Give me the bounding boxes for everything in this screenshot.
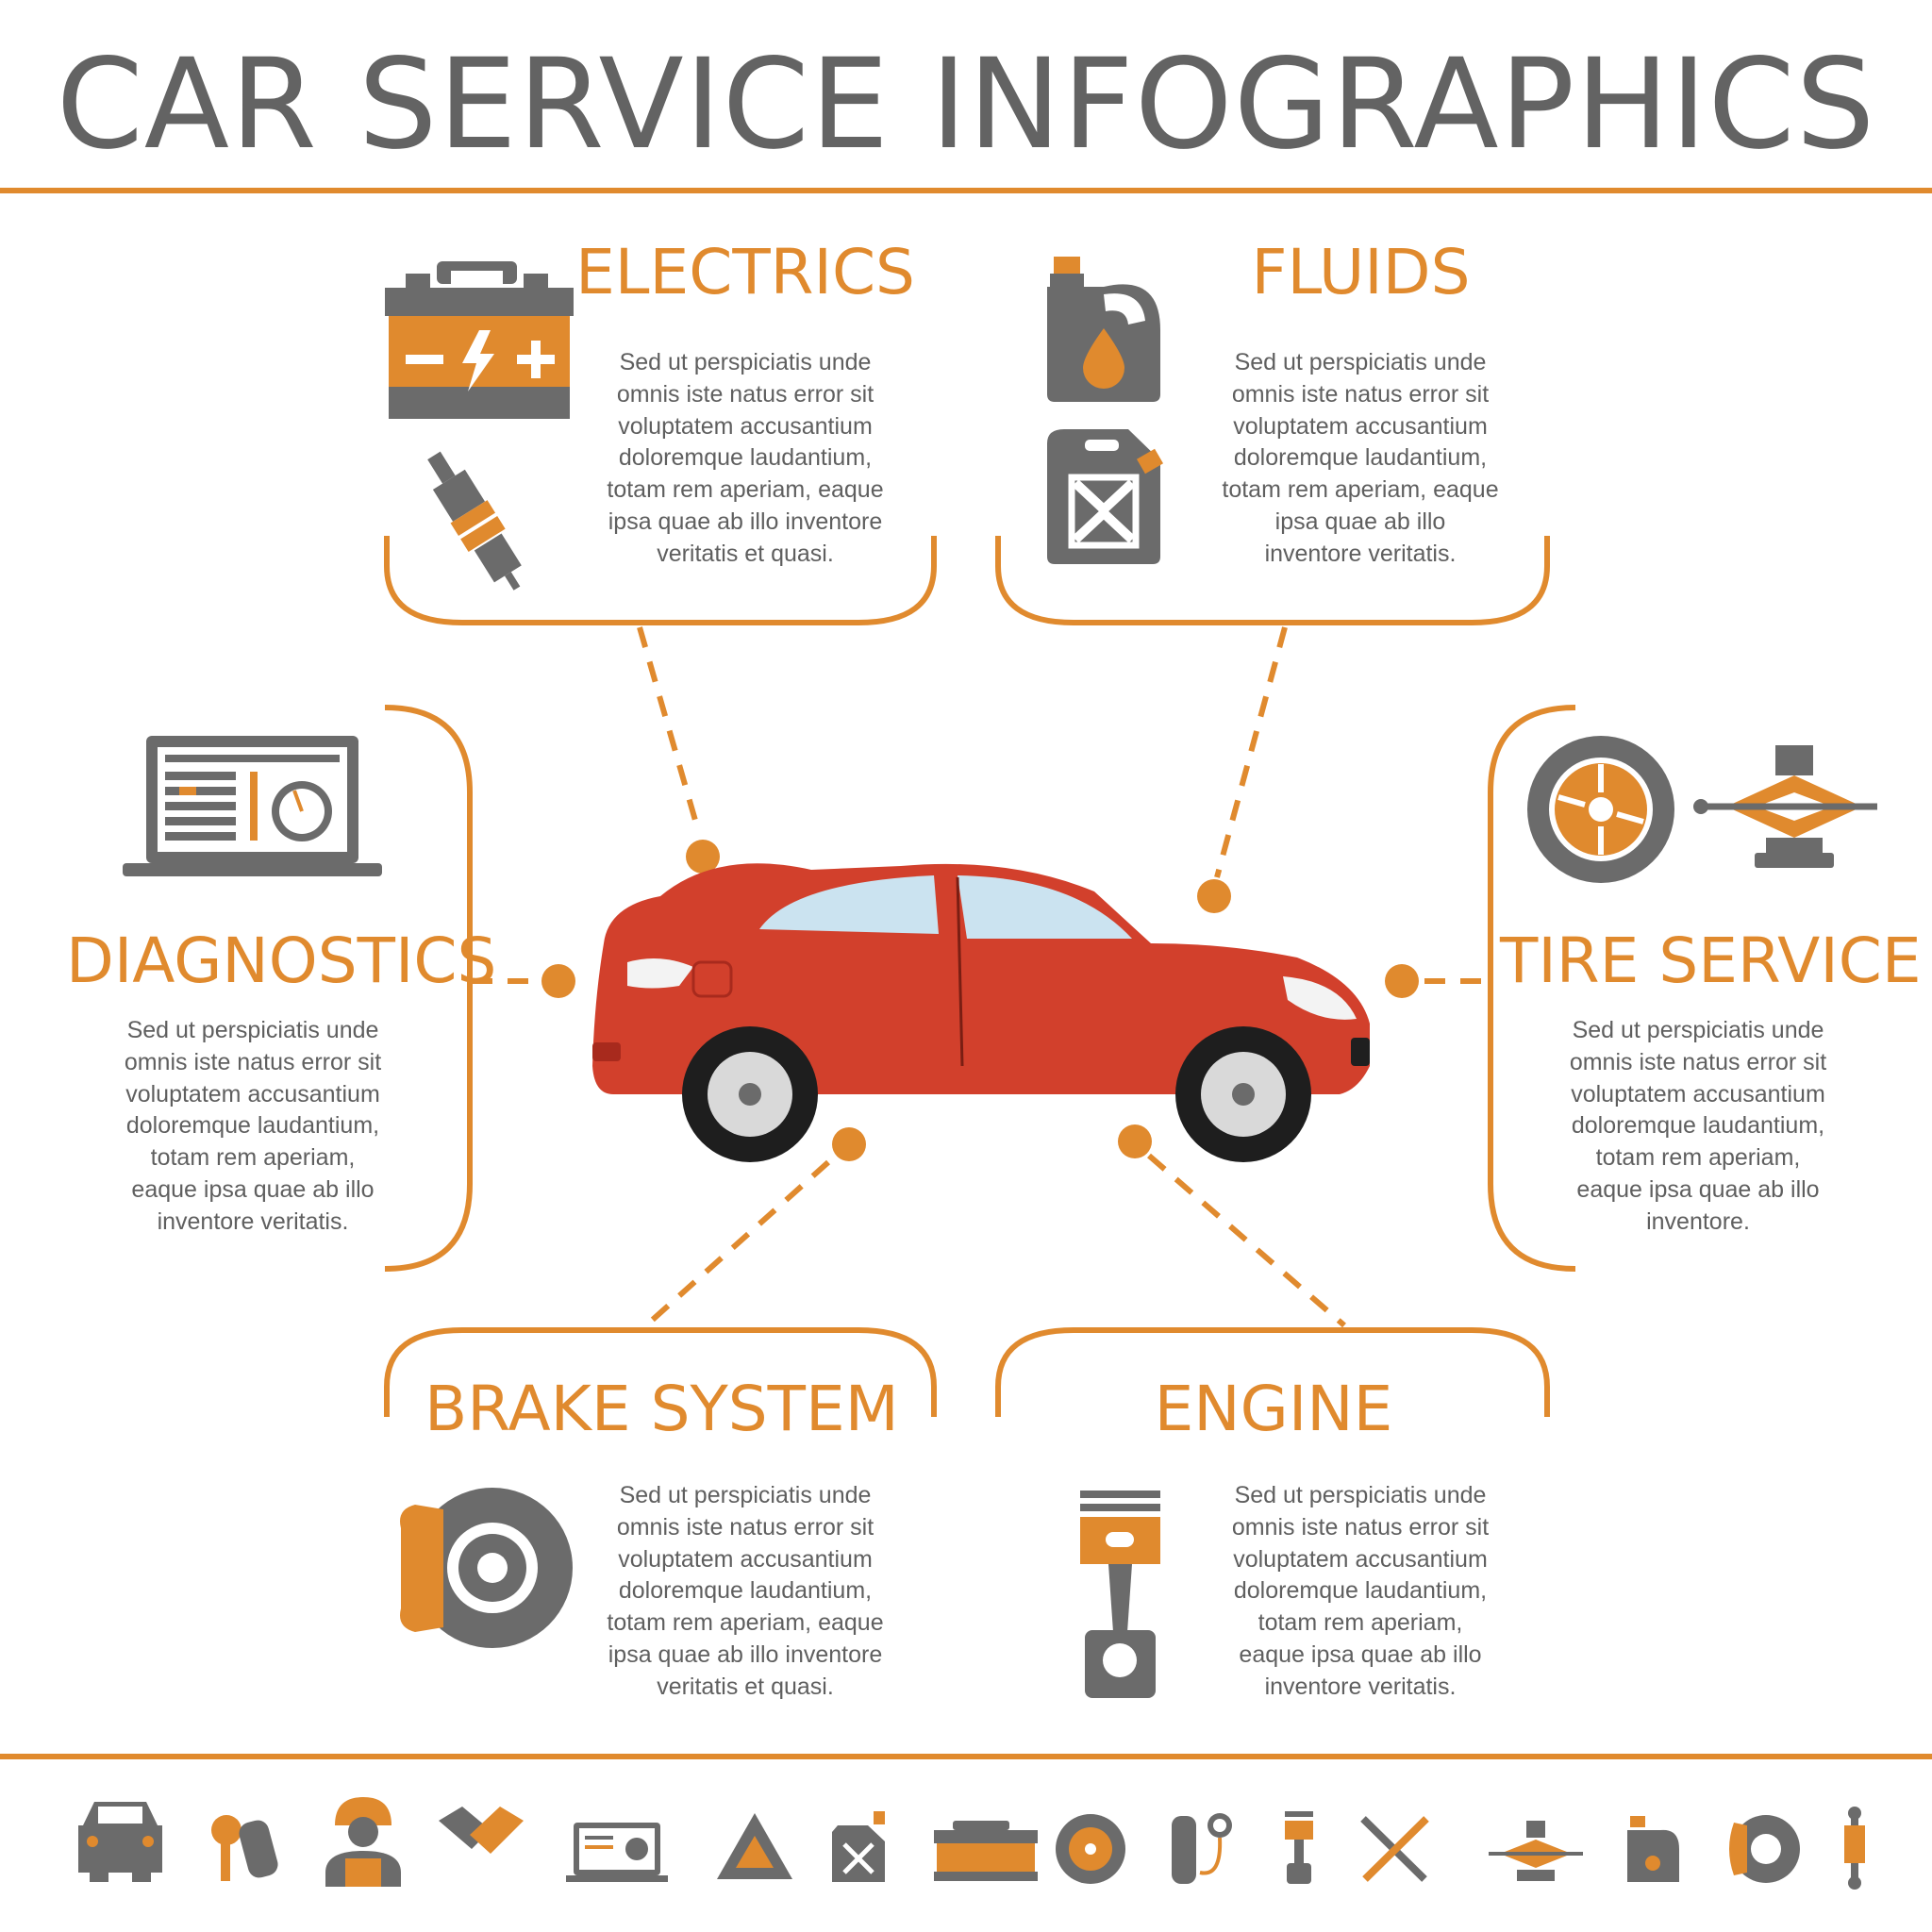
diagnostics-text: Sed ut perspiciatis unde omnis iste natu… — [124, 1017, 382, 1235]
electrics-dot — [686, 840, 720, 874]
tire-title: TIRE SERVICE — [1500, 924, 1922, 997]
piston-icon — [1080, 1491, 1160, 1698]
fluids-dot — [1197, 879, 1231, 913]
tire-bracket — [1488, 705, 1576, 1272]
car-battery-icon — [385, 261, 574, 419]
electrics-text: Sed ut perspiciatis unde omnis iste natu… — [607, 349, 884, 567]
page-title: CAR SERVICE INFOGRAPHICS — [56, 32, 1876, 177]
shock-absorber-icon — [1844, 1807, 1865, 1890]
fluids-title: FLUIDS — [1251, 236, 1471, 308]
engine-text: Sed ut perspiciatis unde omnis iste natu… — [1231, 1482, 1490, 1700]
car-keys-icon — [211, 1815, 278, 1881]
spark-plug-icon — [427, 451, 522, 591]
car-front-wheel — [1175, 1026, 1311, 1162]
brake-text: Sed ut perspiciatis unde omnis iste natu… — [607, 1482, 884, 1700]
brake-dot — [832, 1127, 866, 1161]
engine-title: ENGINE — [1154, 1373, 1393, 1445]
car-jack-small-icon — [1489, 1821, 1583, 1881]
wheel-small-icon — [1056, 1814, 1125, 1884]
wrench-icon — [1360, 1816, 1429, 1882]
mechanic-icon — [325, 1797, 401, 1887]
bottom-divider — [0, 1754, 1932, 1759]
diagnostic-laptop-icon — [123, 736, 382, 876]
electrics-title: ELECTRICS — [575, 236, 915, 308]
fluids-connector — [1214, 626, 1288, 878]
tire-pressure-gauge-icon — [1172, 1813, 1232, 1884]
tire-dot — [1385, 964, 1419, 998]
jerrycan-icon — [1047, 429, 1164, 564]
car-jack-icon — [1693, 745, 1877, 868]
piston-small-icon — [1285, 1811, 1313, 1884]
brake-bracket — [384, 1327, 937, 1417]
oil-canister-small-icon — [1627, 1816, 1679, 1882]
engine-connector — [1147, 1153, 1346, 1328]
engine-bracket — [995, 1327, 1550, 1417]
car-battery-small-icon — [934, 1821, 1038, 1881]
car-rear-wheel — [682, 1026, 818, 1162]
wheel-icon — [1527, 736, 1674, 883]
brake-disc-icon — [400, 1488, 573, 1648]
warning-triangle-icon — [717, 1813, 792, 1879]
fluids-bracket — [995, 536, 1550, 625]
diagnostics-dot — [541, 964, 575, 998]
car-front-icon — [78, 1802, 162, 1882]
engine-dot — [1118, 1124, 1152, 1158]
oil-canister-icon — [1047, 257, 1160, 402]
diagnostics-title: DIAGNOSTICS — [66, 924, 497, 997]
jerrycan-small-icon — [832, 1811, 885, 1882]
top-divider — [0, 188, 1932, 193]
electrics-bracket — [384, 536, 937, 625]
tire-text: Sed ut perspiciatis unde omnis iste natu… — [1569, 1017, 1827, 1235]
diagnostic-laptop-small-icon — [566, 1823, 668, 1882]
brake-title: BRAKE SYSTEM — [425, 1373, 899, 1445]
brake-disc-small-icon — [1729, 1815, 1800, 1883]
fluids-text: Sed ut perspiciatis unde omnis iste natu… — [1222, 349, 1499, 567]
handshake-icon — [439, 1807, 524, 1854]
diagnostics-bracket — [384, 705, 473, 1272]
brake-connector — [643, 1159, 831, 1328]
